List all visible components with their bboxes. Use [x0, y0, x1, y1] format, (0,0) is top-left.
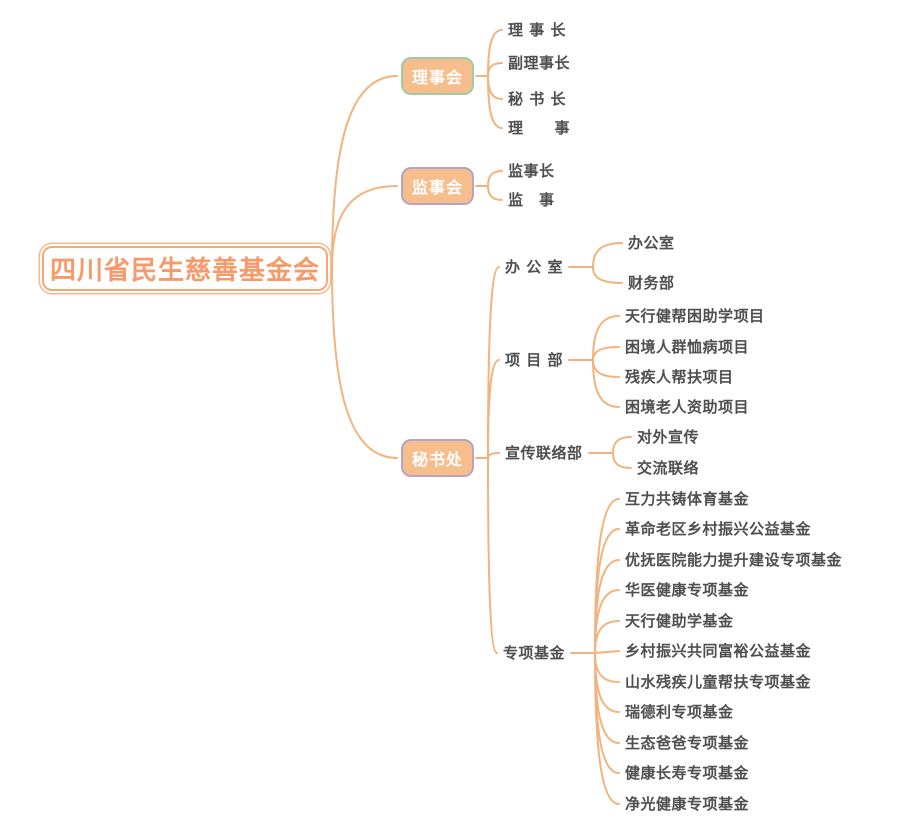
node-health-longevity-fund[interactable]: 健康长寿专项基金 [625, 764, 750, 782]
connector-line [487, 29, 503, 77]
node-shanshui-disabled-children-assistance-fund[interactable]: 山水残疾儿童帮扶专项基金 [625, 673, 812, 691]
connector-line [594, 652, 620, 805]
connector-line [487, 170, 503, 187]
node-old-revolutionary-area-rural-revitalization-fund[interactable]: 革命老区乡村振兴公益基金 [625, 520, 812, 538]
connector-line [592, 242, 623, 268]
node-special-funds[interactable]: 专项基金 [503, 644, 566, 662]
connector-line [592, 266, 623, 284]
node-huli-sports-fund[interactable]: 互力共铸体育基金 [625, 490, 750, 508]
node-distressed-groups-illness-relief-project[interactable]: 困境人群恤病项目 [625, 338, 750, 356]
node-jingguang-health-fund[interactable]: 净光健康专项基金 [625, 795, 750, 813]
connector-line [487, 359, 500, 459]
connector-line [592, 315, 620, 361]
node-eco-dad-fund[interactable]: 生态爸爸专项基金 [625, 734, 750, 752]
node-external-publicity[interactable]: 对外宣传 [637, 428, 700, 446]
node-office[interactable]: 办公室 [628, 234, 675, 252]
connector-line [612, 436, 632, 454]
node-ruideli-fund[interactable]: 瑞德利专项基金 [625, 703, 734, 721]
connector-line [592, 346, 620, 361]
node-disabled-assistance-project[interactable]: 残疾人帮扶项目 [625, 368, 734, 386]
node-publicity-liaison-dept[interactable]: 宣传联络部 [505, 444, 583, 462]
connector-line [331, 75, 398, 270]
node-project-dept[interactable]: 项 目 部 [505, 351, 563, 369]
node-supervisors[interactable]: 监 事 [508, 191, 555, 209]
root-node-sichuan-minsheng-charity-foundation[interactable]: 四川省民生慈善基金会 [42, 246, 328, 291]
node-tianxingjian-student-aid-project[interactable]: 天行健帮困助学项目 [625, 307, 765, 325]
branch-node-supervisory-board[interactable]: 监事会 [401, 167, 474, 205]
node-exchange-liaison[interactable]: 交流联络 [637, 459, 700, 477]
connector-line [612, 452, 632, 469]
connector-line [331, 185, 398, 270]
node-vice-chairman[interactable]: 副理事长 [508, 54, 571, 72]
connector-line [487, 457, 498, 654]
node-directors[interactable]: 理 事 [508, 119, 571, 137]
node-rural-revitalization-common-prosperity-fund[interactable]: 乡村振兴共同富裕公益基金 [625, 642, 812, 660]
node-huayi-health-fund[interactable]: 华医健康专项基金 [625, 581, 750, 599]
connector-line [487, 75, 503, 129]
connector-line [487, 185, 503, 201]
connector-line [487, 62, 503, 77]
connector-line [594, 620, 620, 654]
node-office-dept[interactable]: 办 公 室 [505, 258, 563, 276]
node-chairman[interactable]: 理 事 长 [508, 21, 566, 39]
node-secretary-general[interactable]: 秘 书 长 [508, 90, 566, 108]
connector-line [592, 359, 620, 408]
branch-node-secretariat[interactable]: 秘书处 [401, 439, 474, 477]
connector-line [331, 267, 398, 459]
connector-line [594, 650, 620, 654]
node-distressed-elderly-support-project[interactable]: 困境老人资助项目 [625, 398, 750, 416]
node-tianxingjian-education-aid-fund[interactable]: 天行健助学基金 [625, 612, 734, 630]
branch-node-council[interactable]: 理事会 [401, 57, 474, 95]
node-youfu-hospital-capacity-building-fund[interactable]: 优抚医院能力提升建设专项基金 [625, 551, 843, 569]
node-chief-supervisor[interactable]: 监事长 [508, 162, 555, 180]
node-finance-dept[interactable]: 财务部 [628, 274, 675, 292]
